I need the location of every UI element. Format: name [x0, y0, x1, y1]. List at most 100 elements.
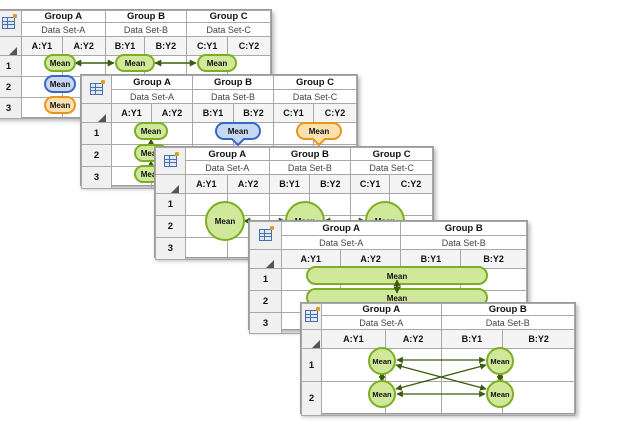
cell[interactable]	[309, 193, 352, 216]
table-icon	[90, 80, 105, 96]
column-header[interactable]: A:Y2	[226, 174, 270, 194]
group-header[interactable]: Group C	[186, 10, 271, 23]
group-header[interactable]: Group A	[280, 221, 402, 236]
column-header[interactable]: B:Y1	[268, 174, 311, 194]
cell[interactable]	[226, 193, 270, 216]
column-header[interactable]: B:Y1	[440, 329, 504, 349]
table-icon	[304, 307, 320, 323]
corner-triangle-icon	[171, 185, 180, 193]
column-header[interactable]: C:Y2	[389, 174, 433, 194]
cell[interactable]	[233, 122, 274, 145]
row-number[interactable]: 1	[0, 55, 22, 77]
row-number[interactable]: 2	[301, 381, 322, 416]
corner-cell	[81, 103, 112, 123]
row-number[interactable]: 3	[0, 97, 22, 119]
cell[interactable]	[440, 348, 504, 382]
row-number[interactable]: 1	[249, 268, 282, 291]
column-header[interactable]: B:Y2	[460, 249, 527, 269]
cell[interactable]	[389, 193, 433, 216]
cell[interactable]	[280, 268, 341, 291]
group-header[interactable]: Group A	[184, 147, 270, 161]
cell[interactable]	[184, 193, 228, 216]
row-number[interactable]: 3	[155, 237, 186, 260]
cell[interactable]	[339, 268, 402, 291]
column-header[interactable]: A:Y1	[184, 174, 228, 194]
cell[interactable]	[268, 193, 311, 216]
column-header[interactable]: B:Y1	[104, 36, 146, 56]
group-header[interactable]: Group B	[192, 75, 274, 90]
row-number[interactable]: 2	[249, 290, 282, 313]
row-number[interactable]: 1	[81, 122, 112, 145]
column-header[interactable]: C:Y2	[227, 36, 271, 56]
row-number[interactable]: 3	[249, 312, 282, 334]
cell[interactable]	[111, 122, 152, 145]
table-icon-cell[interactable]	[81, 75, 112, 104]
group-header[interactable]: Group C	[273, 75, 357, 90]
row-number[interactable]: 1	[301, 348, 322, 382]
column-header[interactable]: A:Y2	[151, 103, 193, 123]
group-header[interactable]: Group B	[268, 147, 352, 161]
dataset-label: Data Set-A	[184, 160, 270, 175]
cell[interactable]	[440, 381, 504, 416]
cell[interactable]	[111, 166, 152, 189]
cell[interactable]	[400, 268, 462, 291]
row-number[interactable]: 2	[0, 76, 22, 98]
row-number[interactable]: 3	[81, 166, 112, 189]
column-header[interactable]: C:Y1	[273, 103, 314, 123]
cell[interactable]	[184, 215, 228, 238]
cell[interactable]	[273, 122, 314, 145]
table-icon-cell[interactable]	[249, 221, 282, 250]
column-header[interactable]: A:Y2	[384, 329, 442, 349]
cell[interactable]	[151, 122, 193, 145]
cell[interactable]	[192, 122, 234, 145]
column-header[interactable]: A:Y2	[339, 249, 402, 269]
column-header[interactable]: B:Y2	[233, 103, 274, 123]
group-header[interactable]: Group B	[104, 10, 188, 23]
row-number[interactable]: 2	[155, 215, 186, 238]
group-header[interactable]: Group B	[400, 221, 527, 236]
dataset-label: Data Set-B	[104, 22, 188, 37]
column-header[interactable]: C:Y1	[350, 174, 391, 194]
row-number[interactable]: 2	[81, 144, 112, 167]
cell[interactable]	[350, 193, 391, 216]
cell[interactable]	[20, 76, 63, 98]
cell[interactable]	[384, 381, 442, 416]
cell[interactable]	[184, 237, 228, 260]
cell[interactable]	[384, 348, 442, 382]
column-header[interactable]: A:Y2	[61, 36, 106, 56]
cell[interactable]	[111, 144, 152, 167]
table-icon-cell[interactable]	[0, 10, 22, 37]
table-icon	[1, 14, 17, 30]
column-header[interactable]: B:Y1	[400, 249, 462, 269]
table-icon-cell[interactable]	[301, 303, 322, 330]
corner-cell	[0, 36, 22, 56]
column-header[interactable]: B:Y2	[502, 329, 575, 349]
column-header[interactable]: B:Y2	[144, 36, 188, 56]
group-header[interactable]: Group A	[320, 303, 442, 316]
cell[interactable]	[460, 268, 527, 291]
cell[interactable]	[502, 348, 575, 382]
column-header[interactable]: A:Y1	[280, 249, 341, 269]
corner-triangle-icon	[9, 47, 18, 55]
cell[interactable]	[502, 381, 575, 416]
column-header[interactable]: B:Y2	[309, 174, 352, 194]
group-header[interactable]: Group A	[111, 75, 193, 90]
cell[interactable]	[313, 122, 357, 145]
column-header[interactable]: B:Y1	[192, 103, 234, 123]
panel-5-grid: Group A Group B Data Set-A Data Set-B A:…	[301, 303, 575, 416]
column-header[interactable]: C:Y2	[313, 103, 357, 123]
group-header[interactable]: Group B	[440, 303, 575, 316]
row-number[interactable]: 1	[155, 193, 186, 216]
cell[interactable]	[20, 55, 63, 77]
column-header[interactable]: C:Y1	[186, 36, 229, 56]
table-icon-cell[interactable]	[155, 147, 186, 175]
column-header[interactable]: A:Y1	[20, 36, 63, 56]
cell[interactable]	[20, 97, 63, 119]
cell[interactable]	[320, 348, 386, 382]
column-header[interactable]: A:Y1	[111, 103, 152, 123]
group-header[interactable]: Group A	[20, 10, 106, 23]
cell[interactable]	[320, 381, 386, 416]
group-header[interactable]: Group C	[350, 147, 433, 161]
dataset-label: Data Set-C	[186, 22, 271, 37]
column-header[interactable]: A:Y1	[320, 329, 386, 349]
